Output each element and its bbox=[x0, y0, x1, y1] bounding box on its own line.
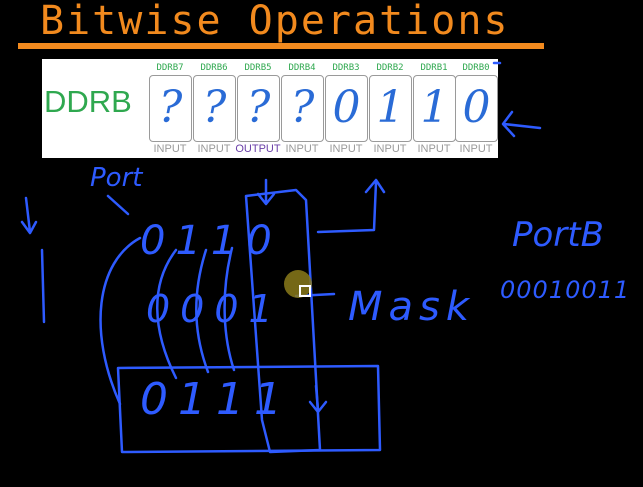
cursor-pointer bbox=[299, 285, 311, 297]
bit-value: ? bbox=[246, 82, 271, 133]
bit-direction: INPUT bbox=[197, 143, 231, 155]
bit-box: 0 bbox=[455, 75, 498, 142]
arrow-to-bit0 bbox=[501, 110, 542, 138]
bit-label: DDRB2 bbox=[376, 63, 404, 73]
bit-cell-ddrb2: DDRB2 1 INPUT bbox=[368, 59, 412, 158]
bit-value: ? bbox=[202, 82, 227, 133]
bit-box: 0 bbox=[325, 75, 368, 142]
bit-box: 1 bbox=[369, 75, 412, 142]
bit-direction: INPUT bbox=[459, 143, 493, 155]
port-arrow bbox=[106, 194, 130, 216]
bit-value: 0 bbox=[332, 82, 361, 133]
bit-box: ? bbox=[281, 75, 324, 142]
bit-value: 0 bbox=[462, 82, 491, 133]
bit-box: ? bbox=[149, 75, 192, 142]
bit-cell-ddrb3: DDRB3 0 INPUT bbox=[324, 59, 368, 158]
row-mask-bits: 0001 bbox=[146, 287, 283, 331]
bit-value: ? bbox=[290, 82, 315, 133]
bit-cell-ddrb7: DDRB7 ? INPUT bbox=[148, 59, 192, 158]
bit-value: ? bbox=[158, 82, 183, 133]
curve-arrow-1 bbox=[99, 236, 142, 406]
bit-cell-ddrb6: DDRB6 ? INPUT bbox=[192, 59, 236, 158]
portb-value: 00010011 bbox=[500, 276, 630, 304]
bit-cell-ddrb4: DDRB4 ? INPUT bbox=[280, 59, 324, 158]
bit-cell-ddrb5: DDRB5 ? OUTPUT bbox=[235, 59, 281, 158]
down-arrow-column bbox=[256, 178, 276, 206]
bit-direction: OUTPUT bbox=[235, 143, 281, 155]
row-result-bits: 0111 bbox=[140, 374, 292, 425]
curve-arrow-2 bbox=[156, 248, 178, 380]
bit-label: DDRB3 bbox=[332, 63, 360, 73]
result-box bbox=[116, 364, 382, 454]
bit-label: DDRB1 bbox=[420, 63, 448, 73]
title-underline bbox=[18, 43, 544, 49]
bit-cell-ddrb1: DDRB1 1 INPUT bbox=[412, 59, 456, 158]
left-line bbox=[40, 248, 46, 324]
bit-box: ? bbox=[237, 75, 280, 142]
label-mask: Mask bbox=[348, 284, 475, 330]
bit-label: DDRB0 bbox=[462, 63, 490, 73]
label-port: Port bbox=[90, 163, 143, 193]
bit-direction: INPUT bbox=[285, 143, 319, 155]
bit-direction: INPUT bbox=[373, 143, 407, 155]
ddrb-register-panel: DDRB DDRB7 ? INPUT DDRB6 ? INPUT DDRB5 ?… bbox=[42, 59, 498, 158]
bit-label: DDRB7 bbox=[156, 63, 184, 73]
page-title: Bitwise Operations bbox=[40, 0, 510, 44]
result-arrow bbox=[308, 384, 328, 414]
curve-arrow-3 bbox=[195, 248, 210, 374]
bit-cell-ddrb0: DDRB0 0 INPUT bbox=[454, 59, 498, 158]
bit-label: DDRB5 bbox=[244, 63, 272, 73]
label-portb: PortB bbox=[512, 215, 604, 255]
bit-value: 1 bbox=[420, 82, 449, 133]
bit-value: 1 bbox=[376, 82, 405, 133]
cursor-highlight bbox=[284, 270, 312, 298]
row-top-bits: 0110 bbox=[140, 218, 282, 264]
bit-direction: INPUT bbox=[153, 143, 187, 155]
bit-direction: INPUT bbox=[329, 143, 363, 155]
up-arrow-right bbox=[316, 178, 386, 234]
left-down-arrow bbox=[20, 196, 38, 235]
curve-arrow-4 bbox=[223, 246, 236, 372]
bit-direction: INPUT bbox=[417, 143, 451, 155]
bit-box: 1 bbox=[413, 75, 456, 142]
bit-box: ? bbox=[193, 75, 236, 142]
bit-label: DDRB4 bbox=[288, 63, 316, 73]
bit-label: DDRB6 bbox=[200, 63, 228, 73]
register-name: DDRB bbox=[44, 84, 132, 119]
